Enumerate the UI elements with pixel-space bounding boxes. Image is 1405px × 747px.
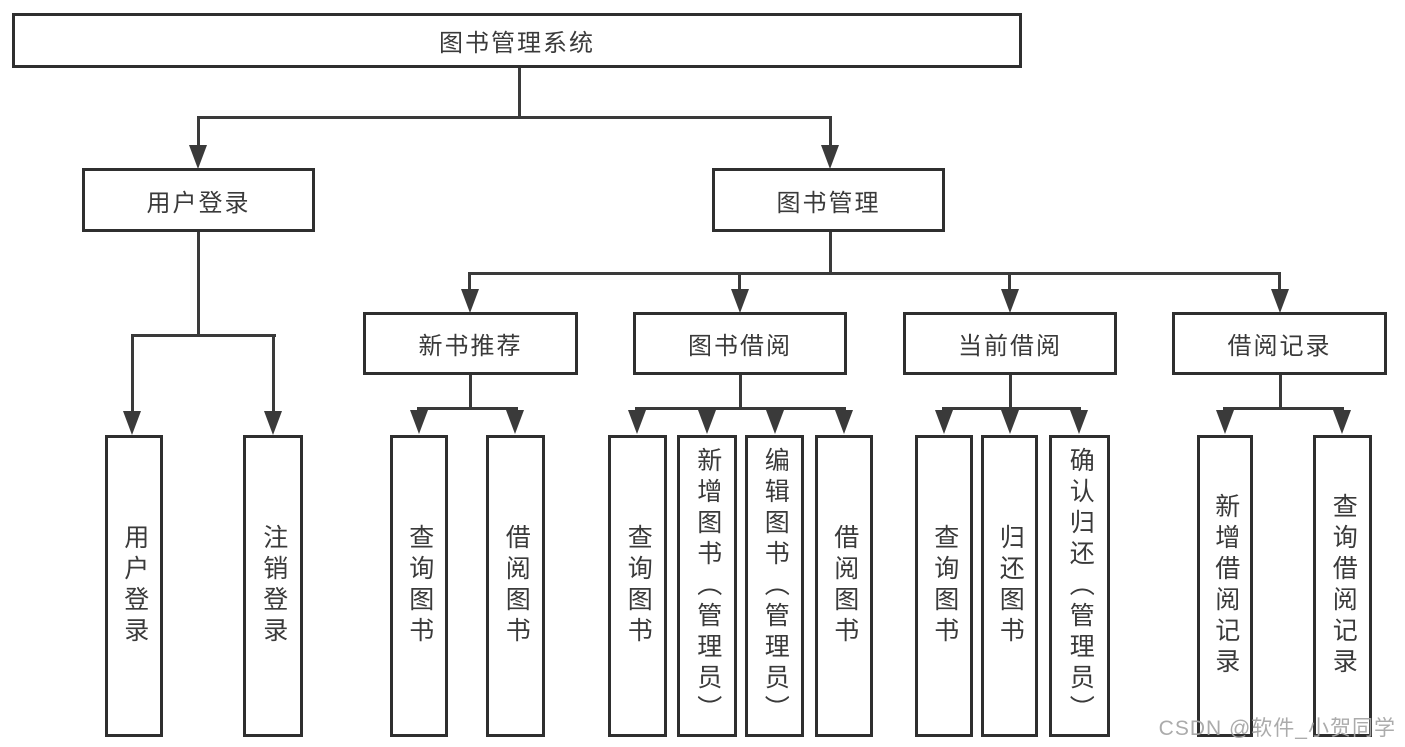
leaf-label: 编辑图书（管理员）	[761, 446, 790, 726]
arrowhead-book-borrow	[731, 289, 749, 313]
leaf-label: 借阅图书	[830, 524, 859, 648]
connector-current-borrow-bar	[942, 407, 1081, 410]
leaf-cb-query-books: 查询图书	[915, 435, 973, 737]
connector-user-login-bar	[131, 334, 276, 337]
node-user-login: 用户登录	[82, 168, 315, 232]
arrowhead-book-management	[821, 145, 839, 169]
connector-current-borrow-drop	[1009, 374, 1012, 410]
leaf-bb-query-books: 查询图书	[608, 435, 667, 737]
arrowhead-br-add	[1216, 410, 1234, 434]
leaf-logout: 注销登录	[243, 435, 303, 737]
connector-stem-book-borrow	[738, 272, 741, 292]
arrowhead-user-login	[189, 145, 207, 169]
leaf-label: 查询借阅记录	[1329, 493, 1358, 679]
leaf-label: 新增图书（管理员）	[693, 446, 722, 726]
leaf-br-query-record: 查询借阅记录	[1313, 435, 1372, 737]
connector-level1-bar	[197, 116, 832, 119]
connector-stem-book-management	[829, 116, 832, 146]
leaf-label: 注销登录	[259, 524, 288, 648]
arrowhead-nb-borrow	[506, 410, 524, 434]
node-new-book-recommend: 新书推荐	[363, 312, 578, 375]
connector-new-book-drop	[469, 374, 472, 410]
leaf-bb-borrow-books: 借阅图书	[815, 435, 873, 737]
connector-stem-new-book	[468, 272, 471, 292]
leaf-label: 归还图书	[996, 524, 1025, 648]
leaf-user-login: 用户登录	[105, 435, 163, 737]
leaf-cb-confirm-return-admin: 确认归还（管理员）	[1049, 435, 1110, 737]
leaf-nb-query-books: 查询图书	[390, 435, 448, 737]
connector-stem-leaf-login	[131, 334, 134, 412]
arrowhead-bb-edit	[766, 410, 784, 434]
leaf-cb-return-books: 归还图书	[981, 435, 1038, 737]
arrowhead-new-book	[461, 289, 479, 313]
arrowhead-bb-add	[698, 410, 716, 434]
arrowhead-current-borrow	[1001, 289, 1019, 313]
leaf-bb-add-books-admin: 新增图书（管理员）	[677, 435, 737, 737]
arrowhead-bb-query	[628, 410, 646, 434]
connector-book-borrow-drop	[739, 374, 742, 410]
connector-book-management-drop	[829, 229, 832, 275]
node-book-borrow: 图书借阅	[633, 312, 847, 375]
csdn-watermark: CSDN @软件_小贺同学	[1158, 717, 1396, 740]
arrowhead-cb-query	[935, 410, 953, 434]
leaf-label: 查询图书	[405, 524, 434, 648]
connector-stem-borrow-records	[1278, 272, 1281, 292]
leaf-label: 查询图书	[624, 524, 653, 648]
node-root: 图书管理系统	[12, 13, 1022, 68]
arrowhead-leaf-login	[123, 411, 141, 435]
leaf-label: 借阅图书	[502, 524, 531, 648]
leaf-bb-edit-books-admin: 编辑图书（管理员）	[745, 435, 804, 737]
connector-borrow-records-drop	[1279, 374, 1282, 410]
node-current-borrow: 当前借阅	[903, 312, 1117, 375]
arrowhead-cb-return	[1001, 410, 1019, 434]
connector-stem-current-borrow	[1008, 272, 1011, 292]
leaf-br-add-record: 新增借阅记录	[1197, 435, 1253, 737]
arrowhead-bb-borrow	[835, 410, 853, 434]
arrowhead-borrow-records	[1271, 289, 1289, 313]
arrowhead-br-query	[1333, 410, 1351, 434]
connector-root-drop	[518, 66, 521, 119]
arrowhead-leaf-logout	[264, 411, 282, 435]
connector-book-borrow-bar	[635, 407, 846, 410]
leaf-nb-borrow-books: 借阅图书	[486, 435, 545, 737]
node-borrow-records: 借阅记录	[1172, 312, 1387, 375]
connector-borrow-records-bar	[1223, 407, 1344, 410]
arrowhead-nb-query	[410, 410, 428, 434]
leaf-label: 用户登录	[120, 524, 149, 648]
connector-stem-leaf-logout	[272, 334, 275, 412]
leaf-label: 确认归还（管理员）	[1066, 446, 1095, 726]
connector-new-book-bar	[417, 407, 518, 410]
leaf-label: 新增借阅记录	[1211, 493, 1240, 679]
node-book-management: 图书管理	[712, 168, 945, 232]
connector-level3-bar	[468, 272, 1281, 275]
connector-user-login-drop	[197, 230, 200, 337]
connector-stem-user-login	[197, 116, 200, 146]
arrowhead-cb-confirm	[1070, 410, 1088, 434]
leaf-label: 查询图书	[930, 524, 959, 648]
